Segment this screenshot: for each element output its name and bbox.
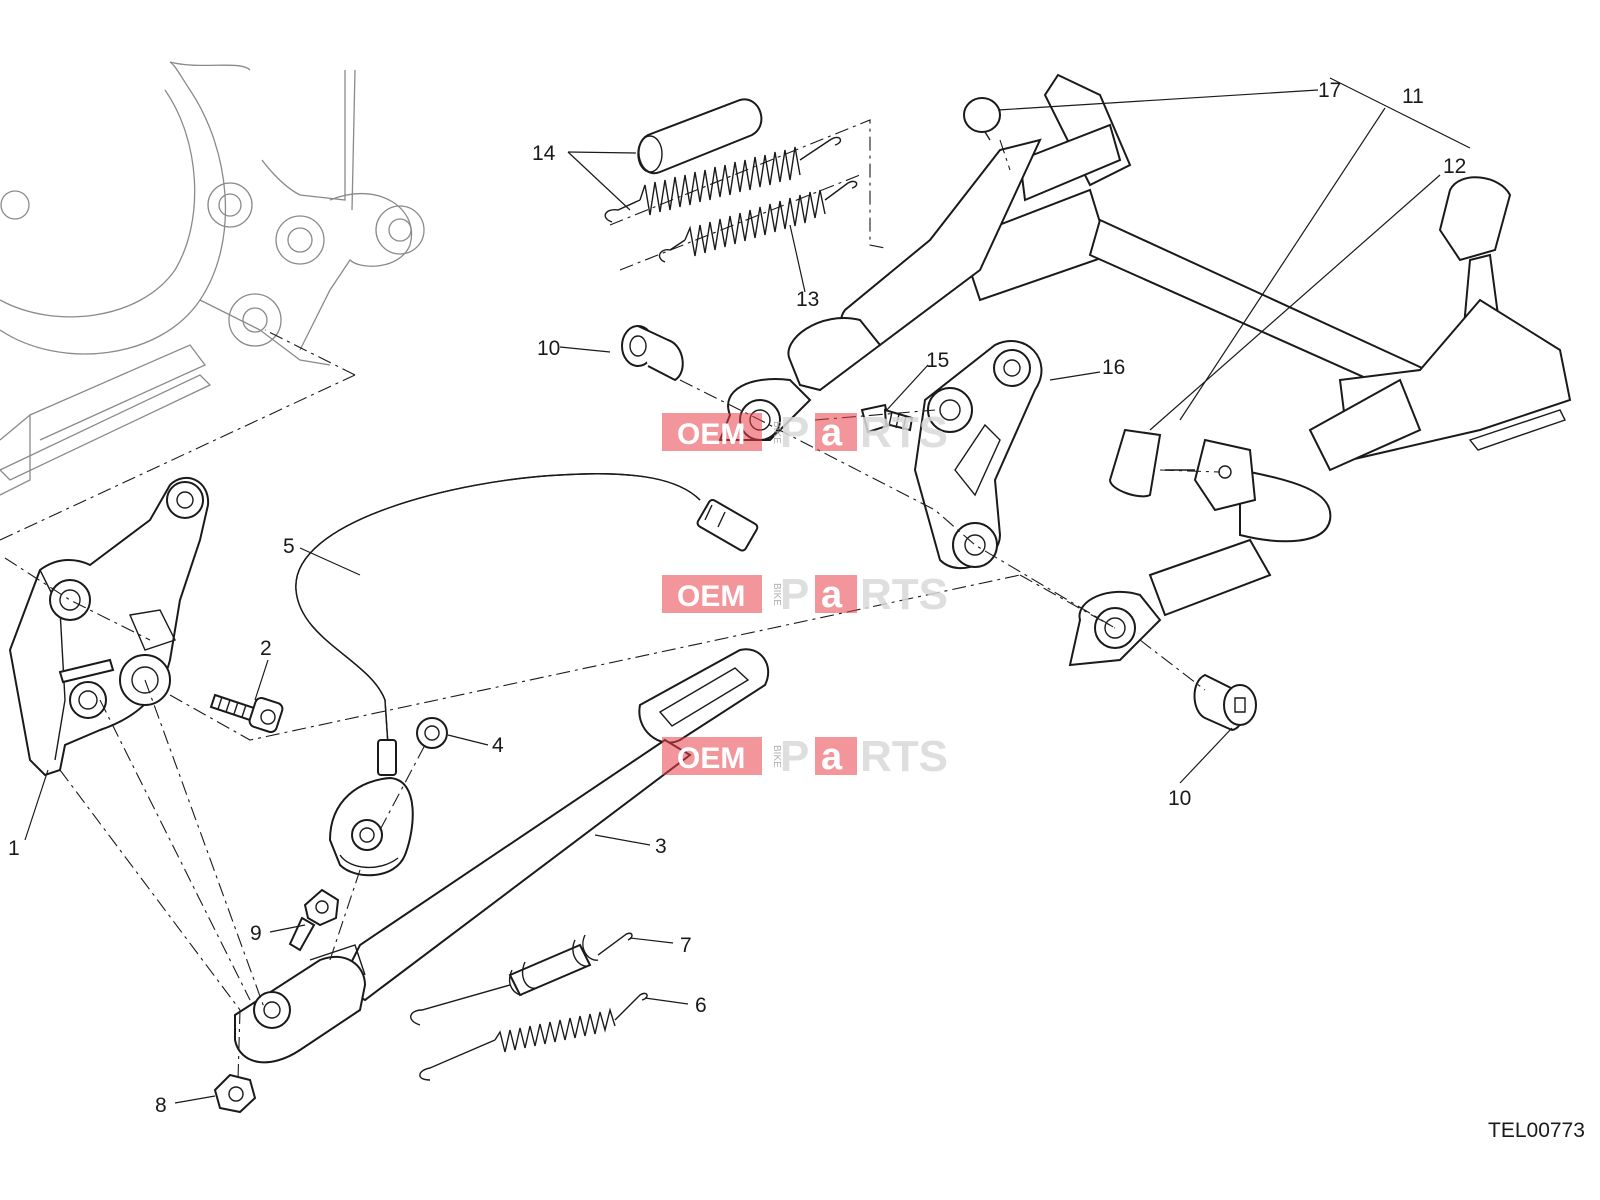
part-5-side-stand-sensor (295, 473, 759, 877)
part-2-bolt (209, 693, 284, 734)
part-17-plug (963, 97, 1001, 141)
callout-5: 5 (283, 535, 295, 558)
svg-text:P: P (780, 570, 809, 619)
callout-16: 16 (1102, 356, 1125, 379)
svg-text:RTS: RTS (860, 408, 948, 457)
part-16-stand-bracket-plate (913, 340, 1043, 570)
svg-text:P: P (780, 408, 809, 457)
leader-lines (24, 77, 1471, 1104)
callout-1: 1 (8, 837, 20, 860)
part-6-long-spring (419, 992, 648, 1081)
callout-4: 4 (492, 734, 504, 757)
part-7-short-spring (410, 932, 633, 1026)
assembly-lines (4, 139, 1221, 1081)
watermark-3: OEM BIKE P a RTS (662, 732, 948, 781)
svg-text:a: a (821, 574, 843, 616)
part-15-bolt (860, 403, 914, 434)
svg-text:BIKE: BIKE (771, 421, 782, 444)
callout-12: 12 (1443, 155, 1466, 178)
part-1-side-stand-bracket (8, 476, 210, 777)
part-3-side-stand-leg (234, 648, 770, 1064)
part-10-pivot-bolt-lower (1193, 673, 1257, 732)
callout-10-lower: 10 (1168, 787, 1191, 810)
svg-text:OEM: OEM (677, 742, 745, 775)
svg-text:OEM: OEM (677, 580, 745, 613)
part-10-pivot-bolt-upper (621, 325, 684, 382)
svg-text:a: a (821, 412, 843, 454)
part-9-small-bolt (288, 888, 340, 952)
part-11-centre-stand (718, 73, 1572, 667)
part-14-spring-and-sleeve (604, 98, 842, 223)
svg-text:OEM: OEM (677, 418, 745, 451)
part-13-spring (609, 119, 886, 271)
svg-text:RTS: RTS (860, 732, 948, 781)
callout-10-upper: 10 (537, 337, 560, 360)
part-8-nut (213, 1073, 257, 1114)
callout-11: 11 (1402, 85, 1424, 108)
svg-text:RTS: RTS (860, 570, 948, 619)
callout-17: 17 (1318, 79, 1341, 102)
callout-labels: 1 2 3 4 5 6 7 8 9 10 10 11 12 13 14 15 1… (8, 79, 1585, 1142)
svg-text:BIKE: BIKE (771, 583, 782, 606)
callout-3: 3 (655, 835, 667, 858)
callout-6: 6 (695, 994, 707, 1017)
watermark-1: OEM BIKE P a RTS (662, 408, 948, 457)
svg-text:P: P (780, 732, 809, 781)
watermark-2: OEM BIKE P a RTS (662, 570, 948, 619)
callout-7: 7 (680, 934, 692, 957)
part-4-washer (416, 717, 448, 749)
engine-casing (0, 61, 425, 541)
callout-2: 2 (260, 637, 272, 660)
diagram-reference-code: TEL00773 (1488, 1119, 1585, 1142)
svg-text:a: a (821, 736, 843, 778)
callout-15: 15 (926, 349, 949, 372)
callout-9: 9 (250, 922, 262, 945)
svg-text:BIKE: BIKE (771, 745, 782, 768)
part-12-stand-rubber-pad (1108, 428, 1257, 512)
callout-8: 8 (155, 1094, 167, 1117)
callout-14: 14 (532, 142, 556, 165)
callout-13: 13 (796, 288, 819, 311)
